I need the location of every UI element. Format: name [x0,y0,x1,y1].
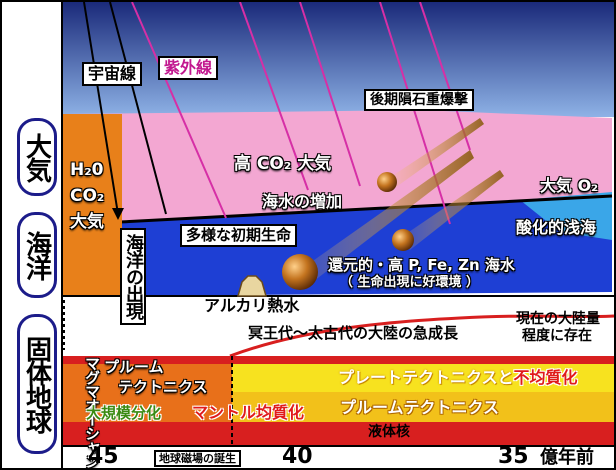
plume-tectonics-label: プルームテクトニクス [340,398,500,417]
ocean-region [120,196,612,296]
plume-tectonics-band [232,392,614,422]
heterogenization-text: 不均質化 [513,368,578,387]
ocean-emergence-label: 海洋の出現 [120,228,146,325]
mantle-homogenization-label: マントル均質化 [192,403,305,422]
time-40-label: 40 [282,444,313,469]
sphere-atmosphere-label: 大気 [21,133,52,181]
uv-arrow-1 [131,1,227,219]
ultraviolet-label: 紫外線 [158,56,219,80]
sphere-solid-earth-pill: 固体地球 [17,314,57,454]
cosmic-rays-label: 宇宙線 [82,62,143,86]
plate-tectonics-label: プレートテクトニクスと不均質化 [338,370,578,386]
high-co2-label: 高 CO₂ 大気 [234,154,332,174]
h2o-label: H₂0 [70,160,104,180]
current-continent-label-1: 現在の大陸量 [516,311,600,327]
alkaline-hydrothermal-label: アルカリ熱水 [204,296,300,315]
time-axis-strip [62,446,614,468]
sphere-ocean-label: 海洋 [21,231,52,279]
uv-arrow-5 [419,1,471,151]
continent-growth-label: 冥王代～太古代の大陸の急成長 [248,324,459,342]
oxidized-shallow-sea-region [520,192,612,240]
magma-ocean-label: マグマオーシャン [83,356,101,468]
large-differentiation-label: 大規模分化 [86,404,162,422]
continent-growth-curve [229,314,615,358]
reduced-seawater-label: 還元的・高 P, Fe, Zn 海水 [328,256,515,274]
asteroid-large [282,150,474,290]
atmosphere-ocean-boundary [119,194,613,224]
o2-atmosphere-label: 大気 O₂ [540,176,599,195]
plume-tectonics-label-2: テクトニクス [118,378,208,396]
plate-tectonics-text: プレートテクトニクスと [338,368,514,387]
time-35-label: 35 [498,444,529,469]
solid-earth-upper-region [62,296,614,350]
primordial-air-label: 大気 [70,212,104,232]
plume-tectonics-label-1: プルーム [104,358,164,376]
hydrothermal-vent [237,275,267,297]
late-heavy-bombardment-label: 後期隕石重爆撃 [364,89,474,111]
asteroid-small [377,118,484,192]
cosmic-ray-arrowhead-1 [112,208,124,220]
sphere-atmosphere-pill: 大気 [17,118,57,196]
cosmic-ray-arrow-2 [109,1,167,215]
time-45-label: 45 [88,444,119,469]
geomagnetic-birth-label: 地球磁場の誕生 [154,450,241,467]
sphere-ocean-pill: 海洋 [17,212,57,298]
lithosphere-red-band [62,356,614,364]
time-unit-label: 億年前 [540,447,594,468]
cosmic-ray-arrow-1 [83,1,119,215]
uv-arrow-4 [379,1,451,225]
co2-label: CO₂ [70,186,105,206]
sphere-solid-earth-label: 固体地球 [21,336,52,432]
sky-region [62,2,614,117]
oxidized-shallow-sea-label: 酸化的浅海 [516,218,597,237]
primordial-atmosphere-column [62,114,122,296]
asteroid-medium [392,170,504,251]
liquid-core-band [62,422,614,446]
liquid-core-label: 液体核 [368,424,410,440]
seawater-increase-label: 海水の増加 [262,192,343,211]
life-environment-label: （ 生命出現に好環境 ） [340,275,480,290]
diverse-early-life-label: 多様な初期生命 [180,224,298,247]
uv-arrow-3 [299,1,361,187]
current-continent-label-2: 程度に存在 [522,328,592,344]
uv-arrow-2 [239,1,309,191]
